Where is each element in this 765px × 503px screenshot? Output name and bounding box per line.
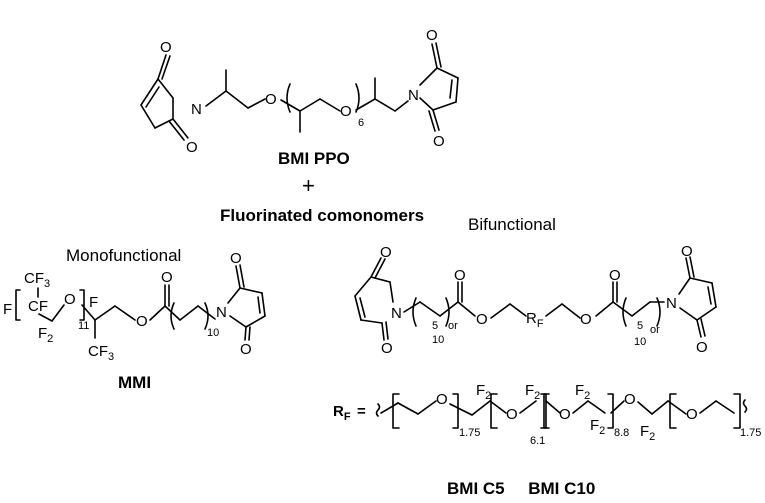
rf-n4: 1.75 bbox=[740, 427, 761, 439]
f2-c: F2 bbox=[575, 382, 590, 402]
atom-o: O bbox=[580, 311, 592, 328]
atom-o: O bbox=[340, 103, 352, 120]
atom-o: O bbox=[380, 244, 392, 261]
atom-o: O bbox=[136, 313, 148, 330]
f2-b: F2 bbox=[525, 382, 540, 402]
atom-o: O bbox=[436, 391, 448, 408]
bmi-ppo-label: BMI PPO bbox=[278, 149, 350, 168]
atom-n: N bbox=[666, 295, 677, 312]
count-left-or: or bbox=[448, 320, 458, 332]
atom-o: O bbox=[686, 406, 698, 423]
bmi-c-names: BMI C5 BMI C10 bbox=[447, 479, 595, 498]
plus-sign: + bbox=[302, 173, 315, 198]
count-right-b: 10 bbox=[634, 336, 646, 348]
rf-n1: 1.75 bbox=[459, 427, 480, 439]
monofunctional-heading: Monofunctional bbox=[66, 246, 181, 265]
atom-f: F bbox=[3, 301, 12, 318]
atom-o: O bbox=[230, 250, 242, 267]
cf-label: CF bbox=[28, 298, 48, 315]
bmi-ppo-structure: O O N O O 6 N O O bbox=[140, 27, 459, 156]
atom-o: O bbox=[64, 291, 76, 308]
atom-o: O bbox=[161, 269, 173, 286]
atom-o: O bbox=[186, 139, 198, 156]
atom-o: O bbox=[433, 133, 445, 150]
rf-label: RF bbox=[526, 310, 544, 330]
count-left-a: 5 bbox=[432, 320, 438, 332]
cf-f-label: F bbox=[89, 294, 98, 311]
count-right-or: or bbox=[650, 324, 660, 336]
atom-o: O bbox=[240, 341, 252, 358]
rf-definition: RF = O 1.75 F2 O F2 6.1 O F2 F2 8.8 O F2 bbox=[333, 382, 761, 447]
equals-sign: = bbox=[357, 403, 366, 420]
f2-a: F2 bbox=[476, 382, 491, 402]
atom-n: N bbox=[191, 101, 202, 118]
atom-o: O bbox=[381, 340, 393, 357]
atom-o: O bbox=[426, 27, 438, 44]
atom-n: N bbox=[391, 305, 402, 322]
f2-label: F2 bbox=[38, 325, 53, 345]
cf3-bottom: CF3 bbox=[88, 343, 114, 363]
f2-e: F2 bbox=[640, 423, 655, 443]
mmi-label: MMI bbox=[118, 373, 151, 392]
bifunctional-heading: Bifunctional bbox=[468, 215, 556, 234]
atom-o: O bbox=[624, 391, 636, 408]
atom-o: O bbox=[696, 339, 708, 356]
atom-o: O bbox=[609, 267, 621, 284]
atom-o: O bbox=[160, 39, 172, 56]
repeat-count: 6 bbox=[358, 117, 364, 129]
count-right-a: 5 bbox=[637, 320, 643, 332]
atom-o: O bbox=[681, 243, 693, 260]
atom-o: O bbox=[454, 267, 466, 284]
atom-n: N bbox=[408, 87, 419, 104]
rf-n2: 6.1 bbox=[530, 435, 545, 447]
atom-o: O bbox=[559, 406, 571, 423]
bmi-c-structure: O O N 5 or 10 O O RF O O 5 or 10 N bbox=[354, 243, 717, 357]
atom-o: O bbox=[506, 406, 518, 423]
atom-n: N bbox=[216, 304, 227, 321]
mono-repeat-count: 11 bbox=[78, 320, 89, 332]
rf-def-label: RF bbox=[333, 403, 351, 423]
mono-chain-count: 10 bbox=[207, 327, 219, 339]
rf-n3: 8.8 bbox=[614, 427, 629, 439]
atom-o: O bbox=[265, 91, 277, 108]
cf3-top: CF3 bbox=[24, 270, 50, 290]
f2-d: F2 bbox=[590, 417, 605, 437]
comonomers-label: Fluorinated comonomers bbox=[220, 206, 424, 225]
mmi-structure: CF3 F CF F2 O 11 F CF3 O O 10 N bbox=[3, 250, 266, 363]
atom-o: O bbox=[476, 311, 488, 328]
count-left-b: 10 bbox=[432, 334, 444, 346]
